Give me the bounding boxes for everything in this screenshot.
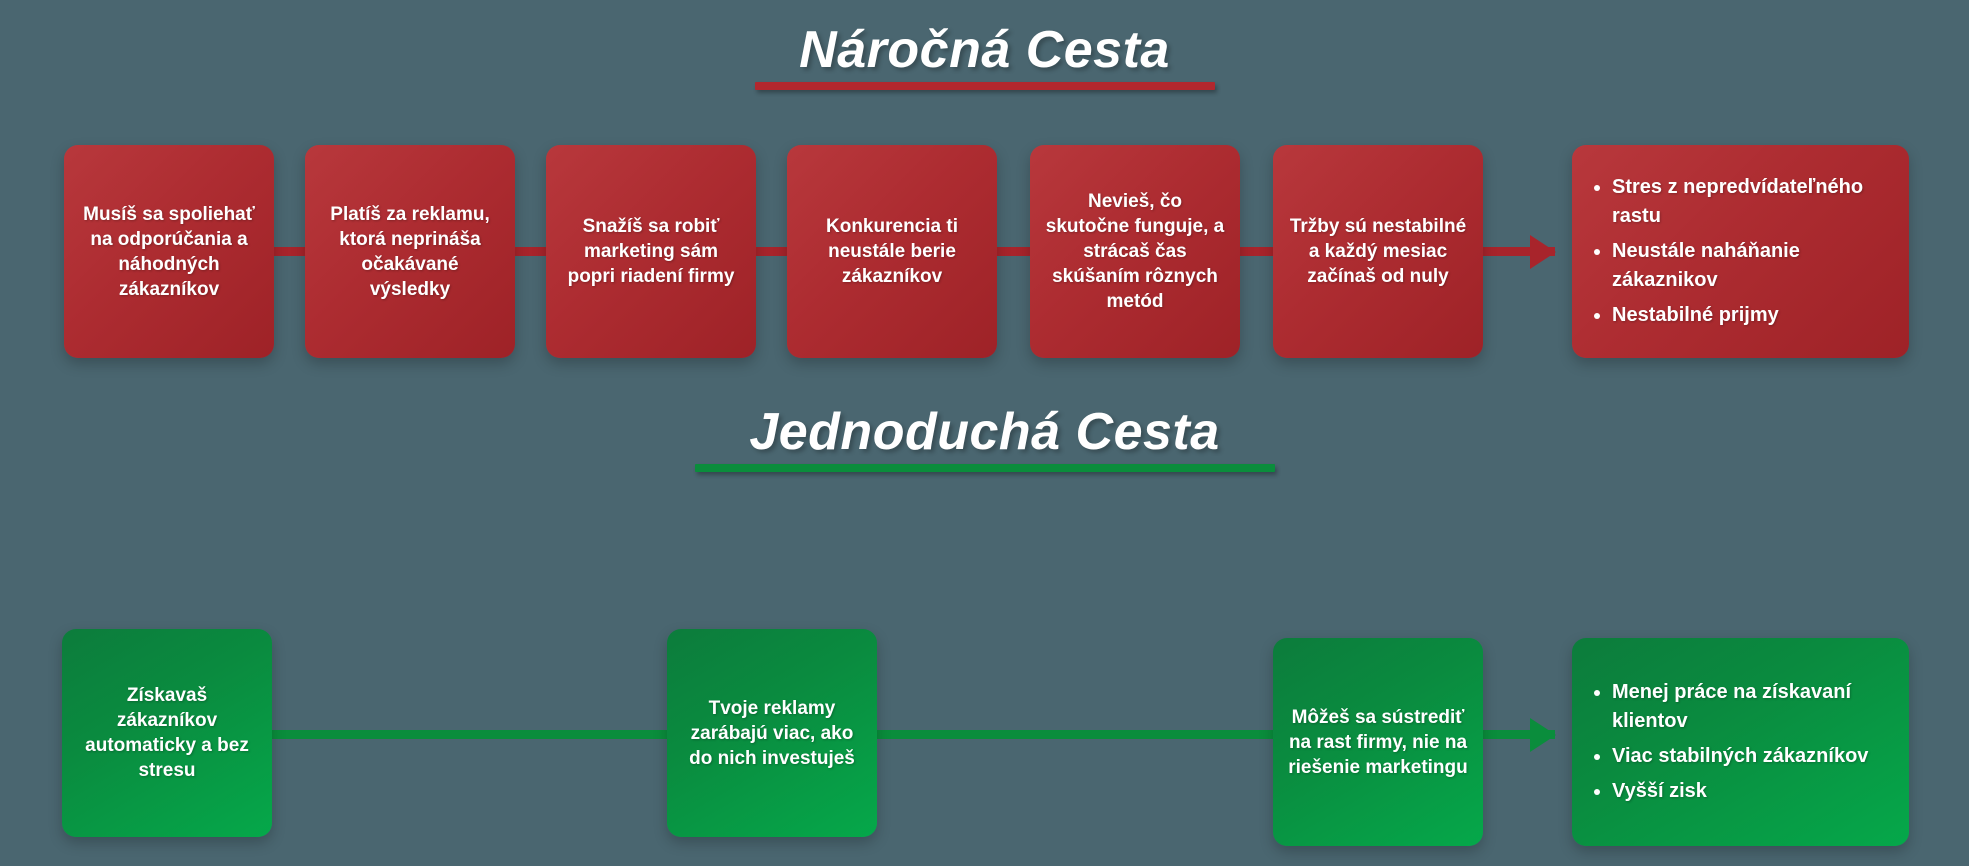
outcome-item: Viac stabilných zákazníkov — [1612, 742, 1891, 771]
step-box-easy-3[interactable]: Môžeš sa sústrediť na rast firmy, nie na… — [1273, 638, 1483, 846]
step-box-hard-2[interactable]: Platíš za reklamu, ktorá neprináša očaká… — [305, 145, 515, 358]
connector-line-easy-path — [210, 730, 1555, 739]
outcome-item: Menej práce na získavaní klientov — [1612, 678, 1891, 736]
outcome-list-easy-path: Menej práce na získavaní klientov Viac s… — [1572, 678, 1909, 806]
step-box-hard-6-text: Tržby sú nestabilné a každý mesiac začín… — [1289, 216, 1467, 287]
step-box-hard-3[interactable]: Snažíš sa robiť marketing sám popri riad… — [546, 145, 756, 358]
step-box-hard-6[interactable]: Tržby sú nestabilné a každý mesiac začín… — [1273, 145, 1483, 358]
section-title-easy-path-underline — [694, 464, 1275, 472]
section-title-easy-path-text: Jednoduchá Cesta — [749, 403, 1220, 461]
outcome-box-easy-path[interactable]: Menej práce na získavaní klientov Viac s… — [1572, 638, 1909, 846]
outcome-item: Vyšší zisk — [1612, 777, 1891, 806]
step-box-hard-1-text: Musíš sa spoliehať na odporúčania a náho… — [83, 203, 255, 300]
arrow-head-hard-path — [1530, 235, 1556, 269]
outcome-box-hard-path[interactable]: Stres z nepredvídateľného rastu Neustále… — [1572, 145, 1909, 358]
step-box-hard-1[interactable]: Musíš sa spoliehať na odporúčania a náho… — [64, 145, 274, 358]
step-box-hard-3-text: Snažíš sa robiť marketing sám popri riad… — [567, 216, 735, 287]
step-box-hard-2-text: Platíš za reklamu, ktorá neprináša očaká… — [330, 203, 490, 300]
step-box-easy-2-text: Tvoje reklamy zarábajú viac, ako do nich… — [689, 697, 855, 769]
step-box-easy-2[interactable]: Tvoje reklamy zarábajú viac, ako do nich… — [667, 629, 877, 837]
step-box-easy-1[interactable]: Získavaš zákazníkov automaticky a bez st… — [62, 629, 272, 837]
outcome-item: Nestabilné prijmy — [1612, 301, 1891, 330]
arrow-head-easy-path — [1530, 718, 1556, 752]
step-box-hard-4[interactable]: Konkurencia ti neustále berie zákazníkov — [787, 145, 997, 358]
outcome-item: Neustále naháňanie zákaznikov — [1612, 237, 1891, 295]
outcome-item: Stres z nepredvídateľného rastu — [1612, 173, 1891, 231]
section-title-hard-path-underline — [754, 82, 1215, 90]
outcome-list-hard-path: Stres z nepredvídateľného rastu Neustále… — [1572, 173, 1909, 330]
section-title-hard-path-text: Náročná Cesta — [799, 21, 1170, 79]
step-box-hard-5[interactable]: Nevieš, čo skutočne funguje, a strácaš č… — [1030, 145, 1240, 358]
section-title-hard-path: Náročná Cesta — [0, 22, 1969, 90]
step-box-hard-4-text: Konkurencia ti neustále berie zákazníkov — [826, 216, 958, 287]
step-box-hard-5-text: Nevieš, čo skutočne funguje, a strácaš č… — [1045, 191, 1225, 312]
section-title-easy-path: Jednoduchá Cesta — [0, 404, 1969, 472]
step-box-easy-1-text: Získavaš zákazníkov automaticky a bez st… — [85, 685, 249, 781]
step-box-easy-3-text: Môžeš sa sústrediť na rast firmy, nie na… — [1288, 706, 1468, 778]
